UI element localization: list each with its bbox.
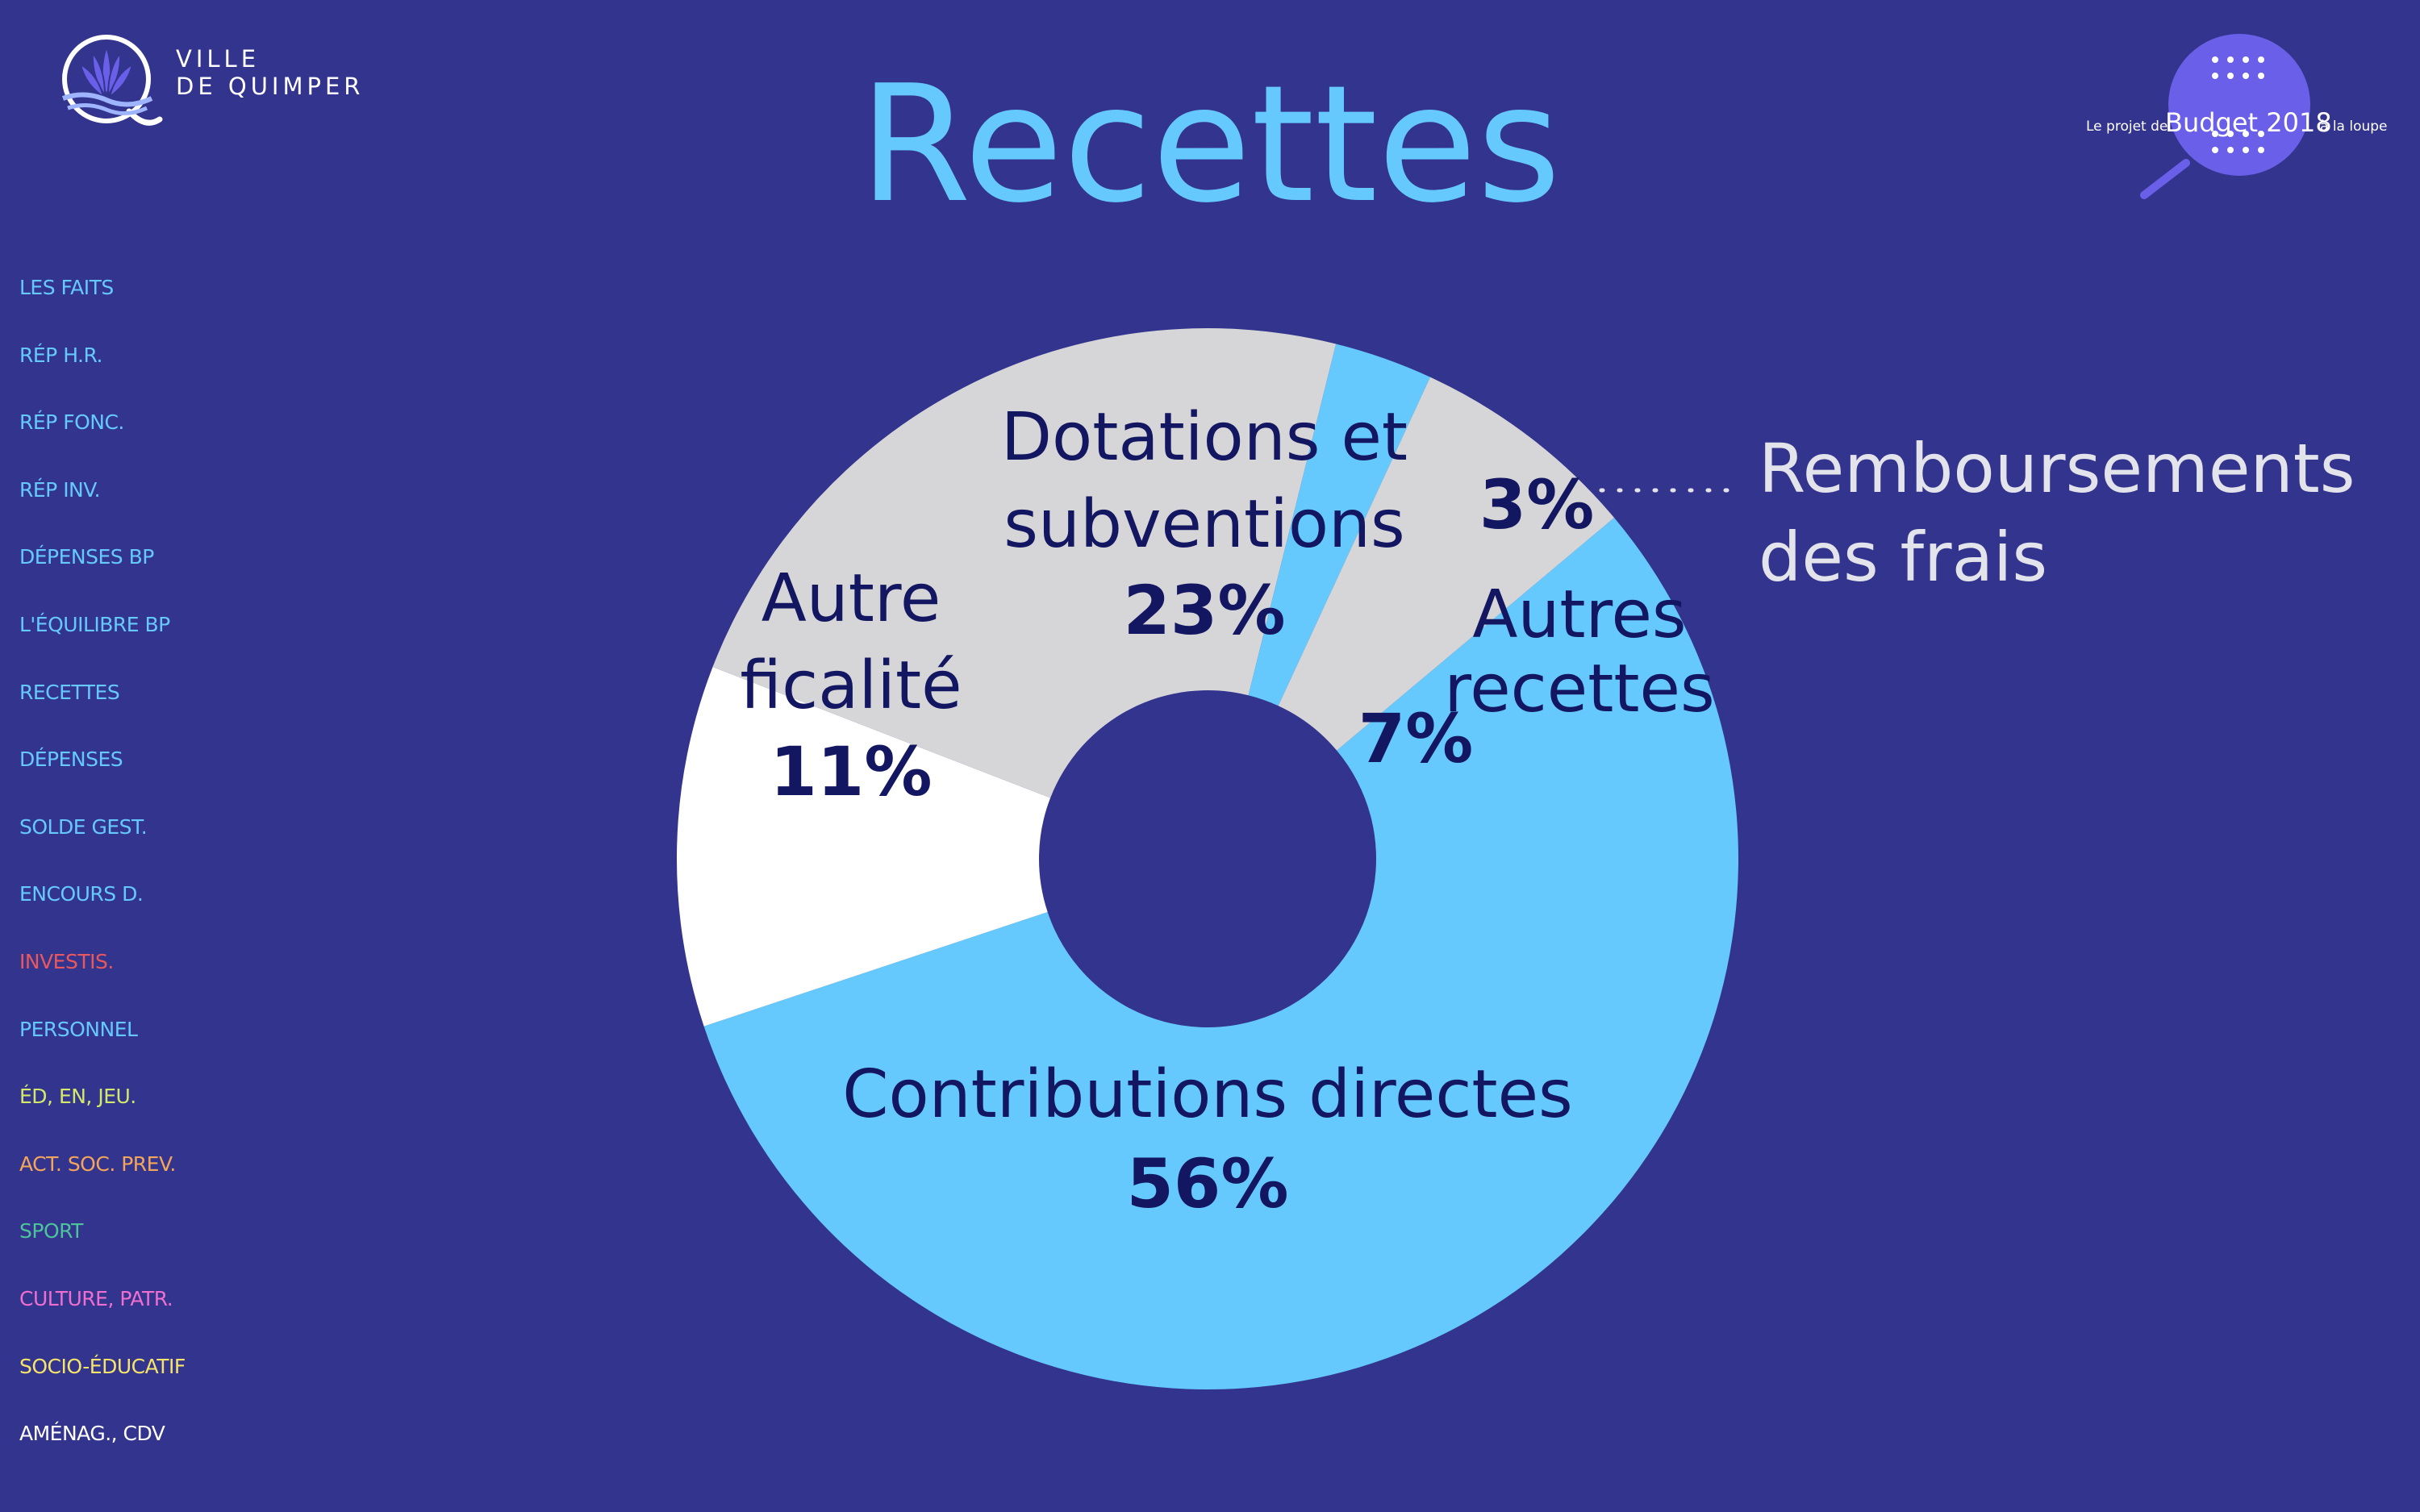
sidebar-item-rep-hr[interactable]: RÉP H.R. <box>19 343 102 367</box>
slice-label-line-autre-ficalite-1: ficalité <box>740 648 962 724</box>
sidebar-item-encours-d[interactable]: ENCOURS D. <box>19 882 144 906</box>
badge-text-pre: Le projet de <box>2086 119 2168 135</box>
budget-badge[interactable]: Le projet de Budget 2018 à la loupe <box>2081 24 2404 210</box>
sidebar-item-equilibre-bp[interactable]: L'ÉQUILIBRE BP <box>19 613 170 636</box>
badge-text-main: Budget 2018 <box>2165 107 2332 138</box>
sidebar-item-personnel[interactable]: PERSONNEL <box>19 1017 138 1041</box>
badge-text-post: à la loupe <box>2320 119 2388 135</box>
slice-label-line-dotations-et-subventions-1: subventions <box>1003 486 1405 563</box>
slice-label-line-autres-recettes-0: Autres <box>1472 577 1686 653</box>
page-title: Recettes <box>858 51 1562 239</box>
slice-pct-contributions-directes: 56% <box>1126 1144 1288 1223</box>
slice-autre-ficalite[interactable] <box>677 667 1051 1027</box>
sidebar-item-rep-inv[interactable]: RÉP INV. <box>19 477 101 502</box>
slice-label-line-contributions-directes-0: Contributions directes <box>842 1056 1573 1133</box>
sidebar-item-socio-educatif[interactable]: SOCIO-ÉDUCATIF <box>19 1354 186 1378</box>
logo-emblem-icon <box>61 35 163 126</box>
slice-pct-autres-recettes: 7% <box>1358 699 1474 778</box>
slice-label-line-autre-ficalite-0: Autre <box>761 560 941 637</box>
sidebar-item-culture-patr[interactable]: CULTURE, PATR. <box>19 1287 173 1310</box>
slice-autres-recettes[interactable] <box>1278 377 1615 751</box>
slice-pct-remboursements-des-frais: 3% <box>1479 465 1595 544</box>
slice-pct-autre-ficalite: 11% <box>770 732 932 811</box>
sidebar-item-act-soc-prev[interactable]: ACT. SOC. PREV. <box>19 1152 176 1176</box>
city-logo[interactable]: VILLE DE QUIMPER <box>56 32 395 129</box>
sidebar-item-recettes[interactable]: RECETTES <box>19 680 120 704</box>
slice-remboursements-des-frais[interactable] <box>1248 344 1430 706</box>
sidebar-item-depenses-bp[interactable]: DÉPENSES BP <box>19 545 154 569</box>
slice-dotations-et-subventions[interactable] <box>712 328 1337 798</box>
slice-label-line-dotations-et-subventions-0: Dotations et <box>1001 399 1408 476</box>
slice-label-line-autres-recettes-1: recettes <box>1444 651 1714 727</box>
logo-text-ville: VILLE <box>176 45 261 73</box>
slice-pct-dotations-et-subventions: 23% <box>1123 571 1285 650</box>
sidebar-item-ed-en-jeu[interactable]: ÉD, EN, JEU. <box>19 1085 136 1109</box>
sidebar-item-rep-fonc[interactable]: RÉP FONC. <box>19 410 124 435</box>
logo-text-city: DE QUIMPER <box>176 73 365 100</box>
slice-label-line-remboursements-des-frais-0: Remboursements <box>1759 429 2355 508</box>
magnifier-icon <box>2140 34 2310 199</box>
sidebar-item-investis[interactable]: INVESTIS. <box>19 950 114 973</box>
sidebar-item-solde-gest[interactable]: SOLDE GEST. <box>19 814 148 839</box>
sidebar-item-les-faits[interactable]: LES FAITS <box>19 276 114 299</box>
slice-label-line-remboursements-des-frais-1: des frais <box>1759 518 2047 597</box>
slice-contributions-directes[interactable] <box>703 518 1739 1390</box>
sidebar-item-sport[interactable]: SPORT <box>19 1219 83 1243</box>
sidebar-item-amenag-cdv[interactable]: AMÉNAG., CDV <box>19 1422 165 1446</box>
sidebar-item-depenses[interactable]: DÉPENSES <box>19 748 123 772</box>
